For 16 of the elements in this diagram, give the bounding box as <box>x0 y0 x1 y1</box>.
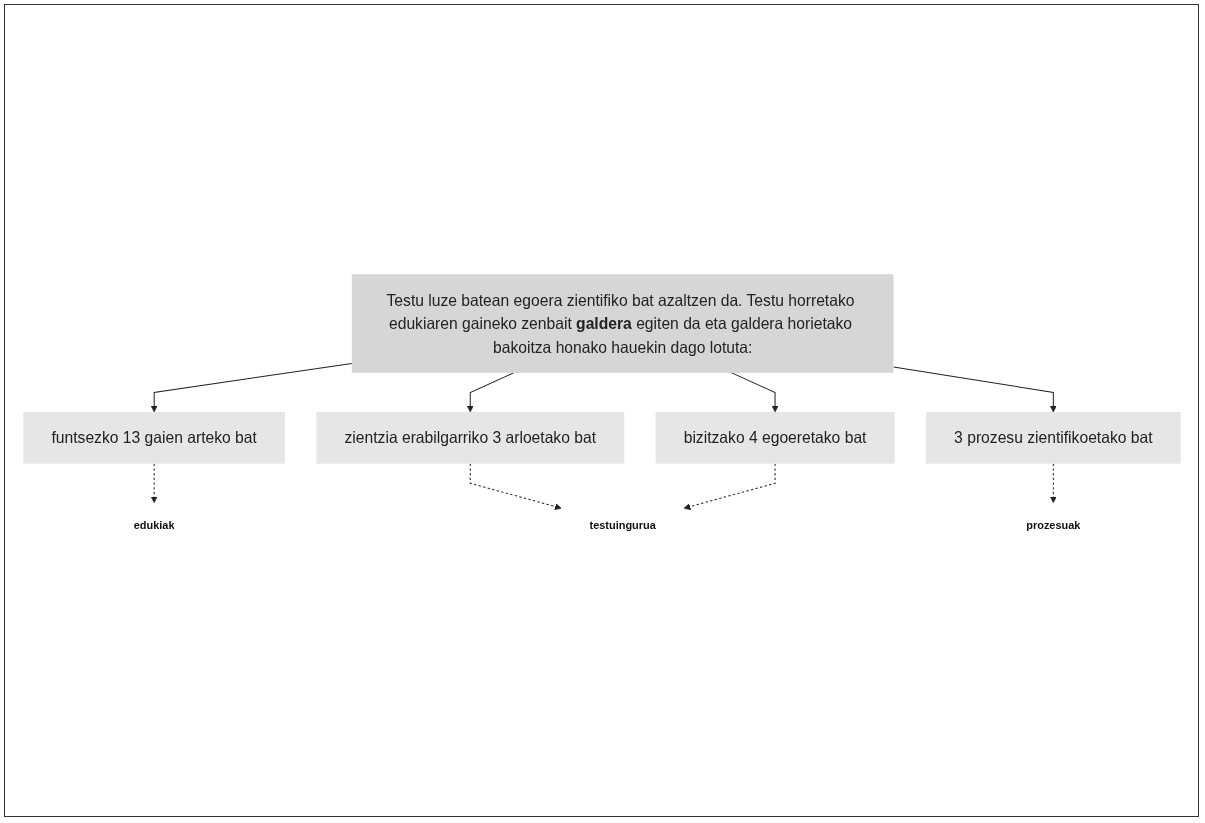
arrow <box>150 362 352 412</box>
node-text: edukiak <box>133 518 175 531</box>
arrow <box>1049 462 1057 503</box>
node-text: testuingurua <box>588 518 656 531</box>
arrow <box>469 462 562 510</box>
node-box: Testu luze batean egoera zientifiko bat azaltzen da. Testu horretako edukiaren gaineko zenbait galdera egiten da eta galdera horietako bakoitza honako hauekin dago lotuta: <box>351 273 893 373</box>
node-box: 3 prozesu zientifikoetako bat <box>925 411 1181 464</box>
arrow <box>150 462 158 503</box>
arrow <box>892 366 1057 412</box>
node-box: funtsezko 13 gaien arteko bat <box>22 411 285 464</box>
node-box: bizitzako 4 egoeretako bat <box>655 411 895 464</box>
arrow <box>730 372 778 412</box>
node-box: zientzia erabilgarriko 3 arloetako bat <box>315 411 624 464</box>
arrow <box>466 372 514 412</box>
node-text: prozesuak <box>1025 518 1080 531</box>
arrow <box>683 462 776 510</box>
